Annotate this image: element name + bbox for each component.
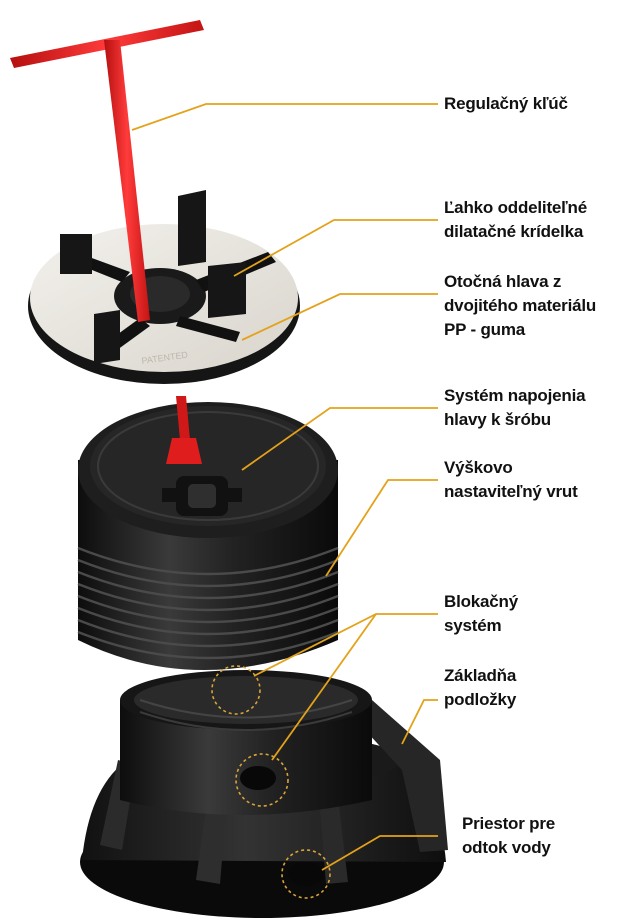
label-wrench: Regulačný kľúč — [444, 94, 568, 113]
label-wings: Ľahko oddeliteľné dilatačné krídelka — [444, 198, 587, 241]
callout-line-head — [241, 293, 438, 341]
screw-part — [77, 402, 339, 670]
head-part: PATENTED — [28, 190, 300, 384]
label-base: Základňa podložky — [444, 666, 517, 709]
label-lock: Blokačný systém — [444, 592, 518, 635]
label-screw: Výškovo nastaviteľný vrut — [444, 458, 578, 501]
base-part — [80, 670, 448, 918]
callout-lines — [131, 103, 438, 871]
label-connection: Systém napojenia hlavy k šróbu — [444, 386, 586, 429]
wrench-part — [10, 20, 204, 464]
callout-line-screw — [325, 479, 438, 577]
callout-line-base — [401, 699, 438, 745]
callout-line-wings — [233, 219, 438, 277]
highlight-circles — [211, 665, 331, 899]
drain-circle — [281, 849, 331, 899]
callout-line-connection — [241, 407, 438, 471]
callout-line-drain — [321, 835, 438, 871]
lock-circle-lower — [235, 753, 289, 807]
label-head: Otočná hlava z dvojitého materiálu PP - … — [444, 272, 597, 339]
callout-line-wrench — [131, 103, 438, 131]
label-drain: Priestor pre odtok vody — [462, 814, 556, 857]
callout-line-lock-2 — [271, 613, 377, 761]
lock-circle-upper — [211, 665, 261, 715]
